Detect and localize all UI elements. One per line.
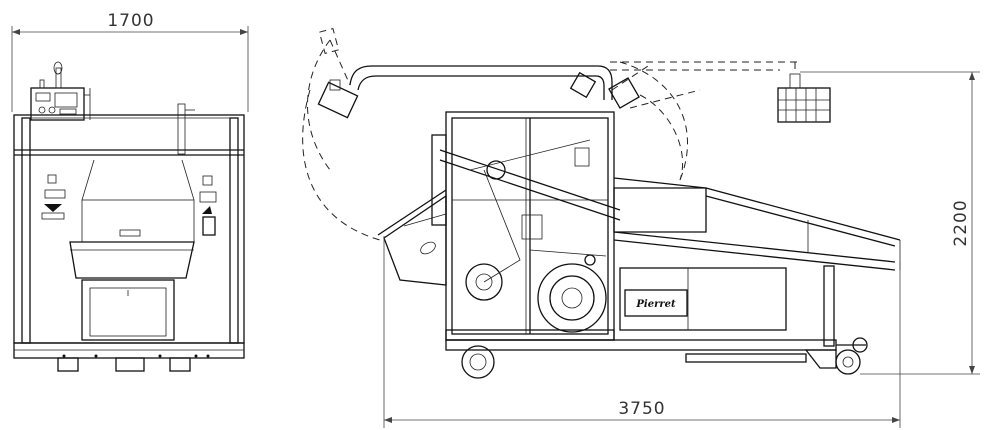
brand-plate: Pierret — [635, 299, 676, 310]
front-body — [13, 103, 245, 372]
side-height-dimension: 2200 — [800, 71, 980, 375]
side-length-label: 3750 — [618, 399, 665, 419]
conveyor: Pierret — [613, 177, 901, 347]
side-height-label: 2200 — [951, 199, 971, 246]
side-frame — [377, 111, 621, 341]
control-panel — [30, 61, 91, 121]
ghost-head — [777, 62, 831, 123]
front-wheel — [461, 345, 495, 379]
chassis — [445, 337, 868, 379]
front-width-dimension: 1700 — [11, 11, 249, 112]
rear-caster — [835, 349, 861, 375]
swing-arcs — [302, 39, 800, 241]
side-length-dimension: 3750 — [383, 236, 901, 428]
front-view: 1700 — [11, 11, 249, 372]
side-view: Pierret 2200 — [302, 27, 980, 428]
front-width-label: 1700 — [107, 11, 154, 31]
overhead-arm — [317, 27, 640, 119]
